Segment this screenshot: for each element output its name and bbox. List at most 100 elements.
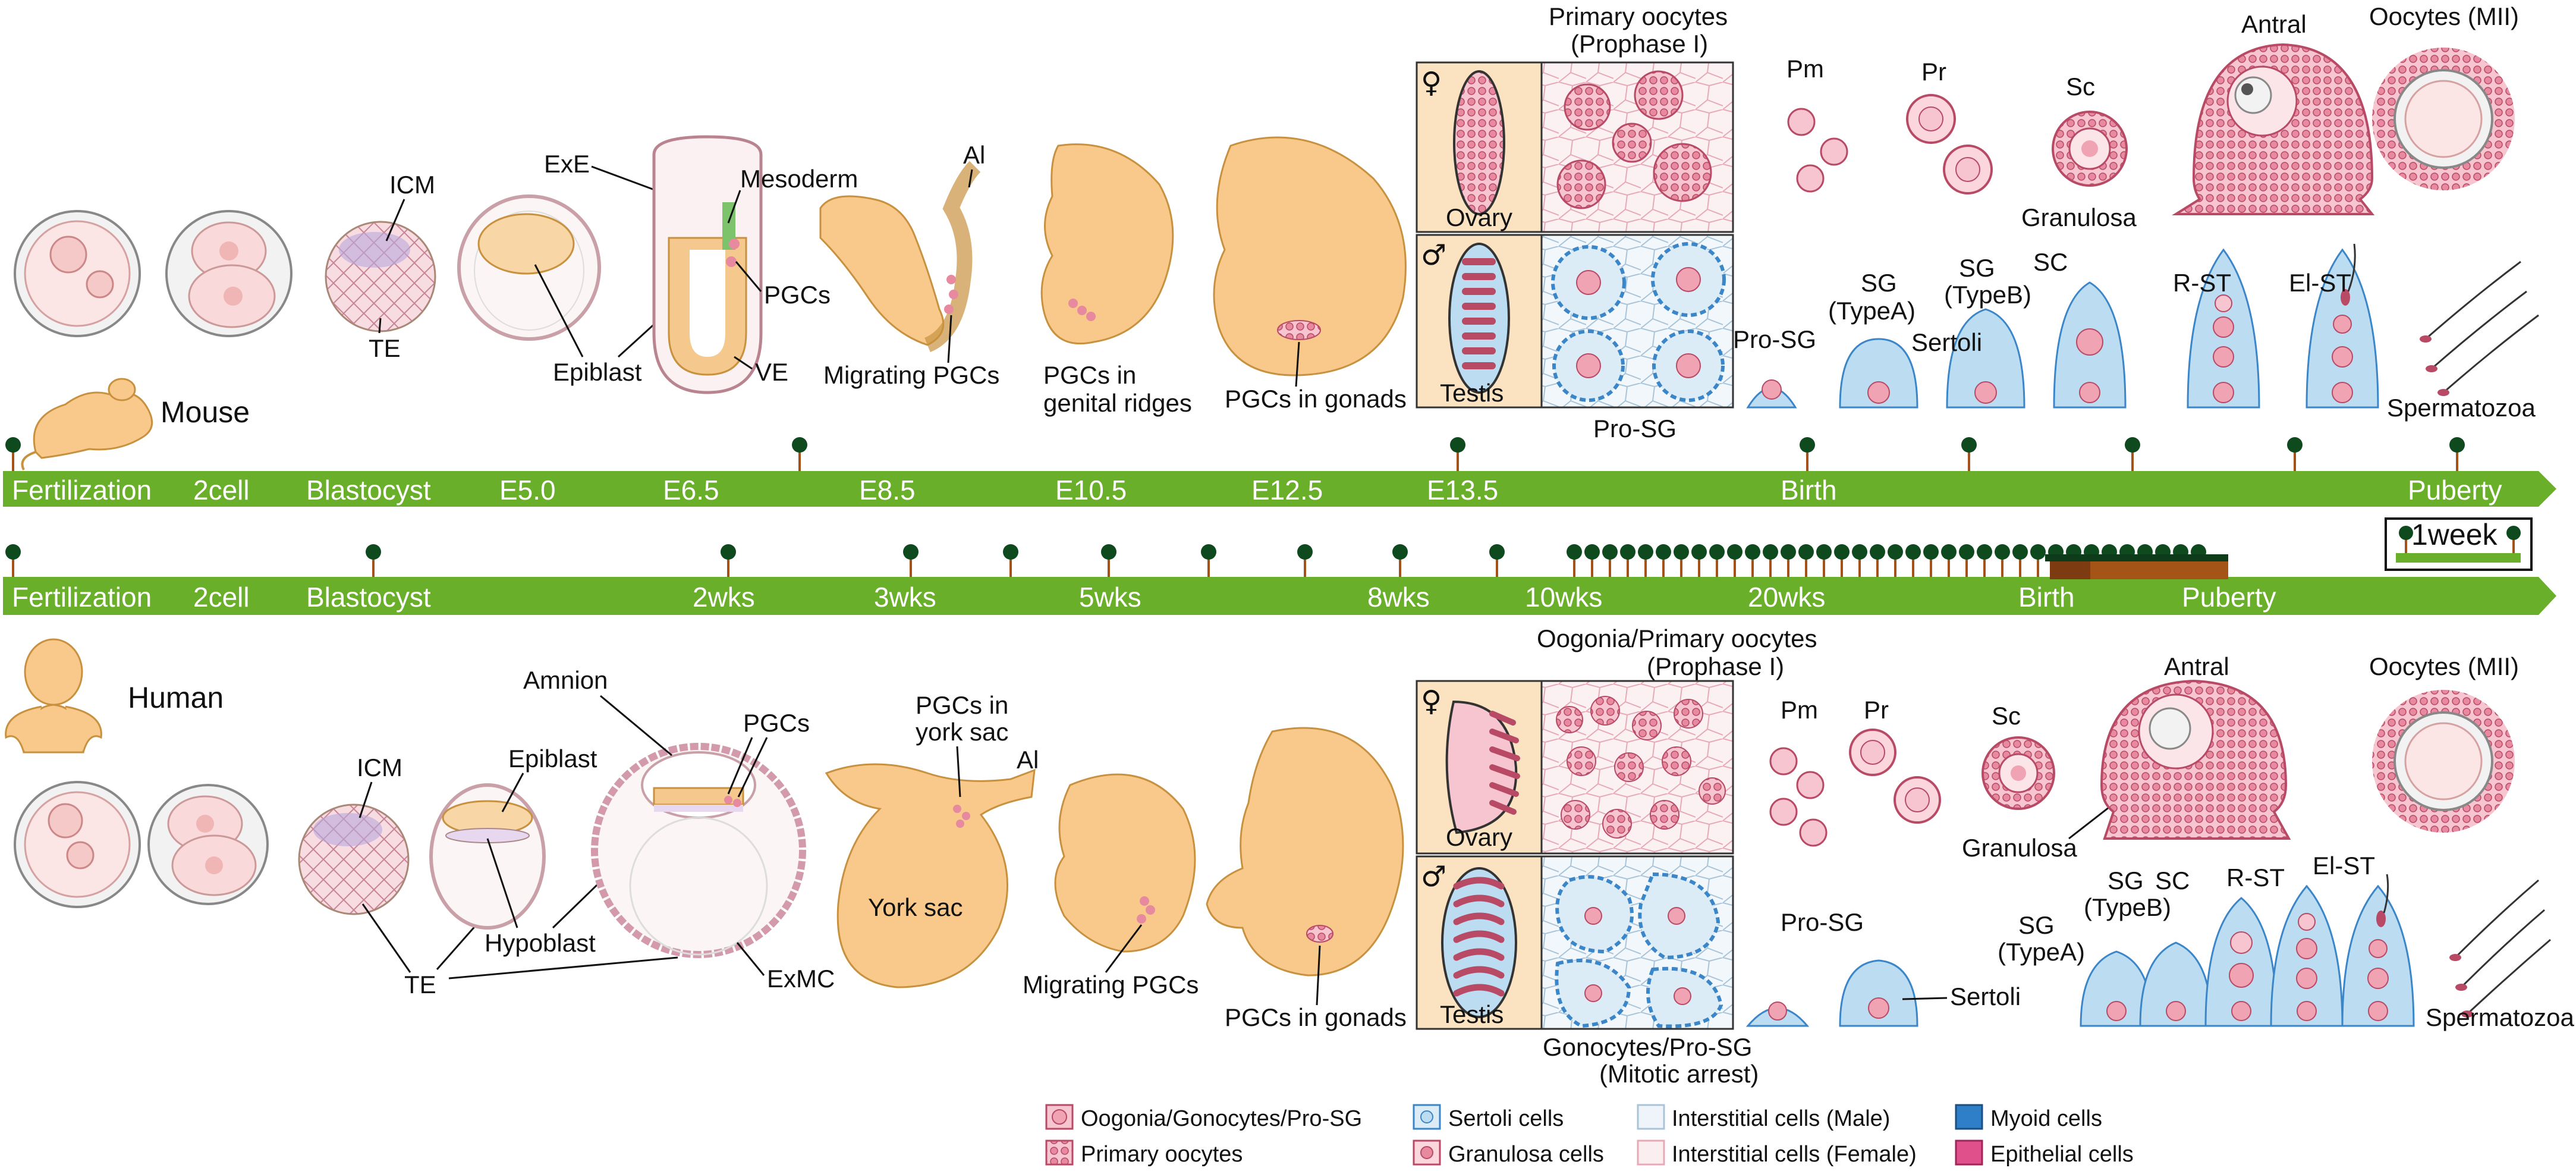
mouse-pr-label: Pr [1921, 58, 1946, 86]
marker [2030, 544, 2046, 577]
week-scale-box: 1week [2385, 517, 2533, 571]
mouse-markers [5, 437, 2465, 471]
tl-birth: Birth [1781, 475, 1837, 506]
tl-fertilization: Fertilization [12, 582, 152, 613]
mouse-primary-oocytes-label-1: Primary oocytes [1549, 2, 1728, 30]
human-exmc-label: ExMC [767, 965, 835, 993]
mouse-ve-label: VE [755, 358, 788, 386]
mouse-sg-typea-label-2: (TypeA) [1828, 297, 1916, 325]
human-icm-label: ICM [357, 754, 402, 781]
legend-label: Sertoli cells [1448, 1106, 1564, 1131]
human-el-st-cell [2341, 874, 2415, 1027]
human-gonocytes-label-1: Gonocytes/Pro-SG [1543, 1033, 1752, 1061]
human-antral-follicle [2100, 679, 2291, 840]
human-timeline: Fertilization 2cell Blastocyst 2wks 3wks… [3, 517, 2556, 615]
human-species-label: Human [128, 681, 224, 714]
human-timeline-labels: Fertilization 2cell Blastocyst 2wks 3wks… [12, 582, 2276, 613]
human-sg-typeb-cell [2139, 941, 2213, 1027]
mouse-pro-sg-cell [1746, 379, 1797, 409]
marker [1905, 544, 1921, 577]
mouse-pro-sg-label: Pro-SG [1733, 325, 1816, 353]
mouse-sc-male-label: SC [2033, 248, 2068, 276]
tl-e8-5: E8.5 [859, 475, 916, 506]
female-symbol-icon: ♀ [1421, 66, 1442, 99]
mouse-el-st-cell [2305, 243, 2379, 409]
human-gonocytes-label-2: (Mitotic arrest) [1599, 1060, 1759, 1088]
marker [1995, 544, 2010, 577]
human-pr-label: Pr [1864, 696, 1889, 724]
marker [2449, 437, 2465, 471]
human-el-st-label: El-ST [2313, 852, 2375, 880]
mouse-e12-5-embryo [1213, 136, 1407, 376]
tl-blastocyst: Blastocyst [306, 582, 431, 613]
marker [1852, 544, 1867, 577]
human-testis-label: Testis [1440, 1000, 1504, 1028]
human-2cell [147, 784, 269, 905]
legend-label: Primary oocytes [1081, 1142, 1243, 1167]
marker [1961, 437, 1977, 471]
mouse-spermatozoa [2420, 260, 2539, 396]
mouse-species-label: Mouse [161, 395, 250, 429]
mouse-el-st-label: El-ST [2289, 269, 2351, 297]
marker [2012, 544, 2028, 577]
tl-3wks: 3wks [874, 582, 936, 613]
tl-e10-5: E10.5 [1055, 475, 1127, 506]
legend-item: Sertoli cells [1413, 1104, 1564, 1131]
legend-item: Primary oocytes [1045, 1140, 1243, 1167]
mouse-sg-typeb-label-2: (TypeB) [1944, 281, 2031, 309]
mouse-r-st-cell [2187, 248, 2260, 409]
male-symbol-icon: ♂ [1421, 860, 1446, 893]
human-hypoblast-label: Hypoblast [485, 929, 596, 957]
marker [1638, 544, 1653, 577]
marker [1709, 544, 1725, 577]
mouse-timeline-bar [3, 471, 2556, 507]
human-pgcs-label: PGCs [743, 709, 810, 737]
mouse-sg-typeb-cell [1946, 308, 2025, 409]
mouse-primordial-follicles [1787, 108, 1848, 193]
marker [1834, 544, 1850, 577]
mouse-te-label: TE [369, 334, 401, 362]
mouse-pgcs-label: PGCs [764, 281, 831, 309]
marker [1584, 544, 1600, 577]
mouse-primary-oocytes-label-2: (Prophase I) [1571, 30, 1708, 58]
mouse-2cell [165, 210, 292, 337]
mouse-sc-female-label: Sc [2066, 73, 2095, 101]
legend-label: Myoid cells [1990, 1106, 2102, 1131]
mouse-migrating-pgcs-label: Migrating PGCs [823, 361, 999, 389]
mouse-sg-typeb-label-1: SG [1959, 254, 1995, 282]
scale-label: 1week [2411, 518, 2498, 551]
human-2wk-embryo [429, 783, 546, 930]
human-pgcs-yolk-label-1: PGCs in [916, 691, 1008, 719]
mouse-al-label: Al [963, 141, 985, 169]
human-3wk-embryo [591, 743, 806, 958]
human-spermatozoa [2449, 879, 2551, 1018]
marker [1656, 544, 1671, 577]
mouse-zygote [14, 210, 141, 337]
oogonia-cell-icon [1045, 1104, 1074, 1130]
human-icon [5, 638, 102, 754]
mouse-r-st-label: R-ST [2173, 269, 2231, 297]
tl-e6-5: E6.5 [663, 475, 719, 506]
marker [1003, 544, 1018, 577]
human-blastocyst [298, 803, 410, 915]
marker [1888, 544, 1903, 577]
mouse-row: Mouse ICM TE ExE [14, 2, 2539, 470]
legend-item: Interstitial cells (Male) [1637, 1104, 1890, 1131]
interstitial-male-icon [1637, 1104, 1665, 1130]
legend-item: Myoid cells [1955, 1104, 2102, 1131]
mouse-pm-label: Pm [1786, 55, 1824, 83]
mouse-exe-label: ExE [544, 150, 590, 178]
male-symbol-icon: ♂ [1421, 238, 1446, 272]
human-al-label: Al [1017, 746, 1039, 774]
human-oogonia-label-2: (Prophase I) [1647, 652, 1784, 680]
birth-dark-band [2045, 554, 2228, 561]
marker [1674, 544, 1689, 577]
female-symbol-icon: ♀ [1421, 685, 1442, 718]
marker [1941, 544, 1957, 577]
human-sg-typea-label-2: (TypeA) [1998, 938, 2085, 966]
human-antral-label: Antral [2164, 652, 2229, 680]
human-row: Human ICM TE Epiblast [5, 624, 2574, 1088]
marker [1691, 544, 1707, 577]
human-pro-sg-cells [1745, 959, 1918, 1027]
human-sc-male-cell [2204, 897, 2278, 1027]
